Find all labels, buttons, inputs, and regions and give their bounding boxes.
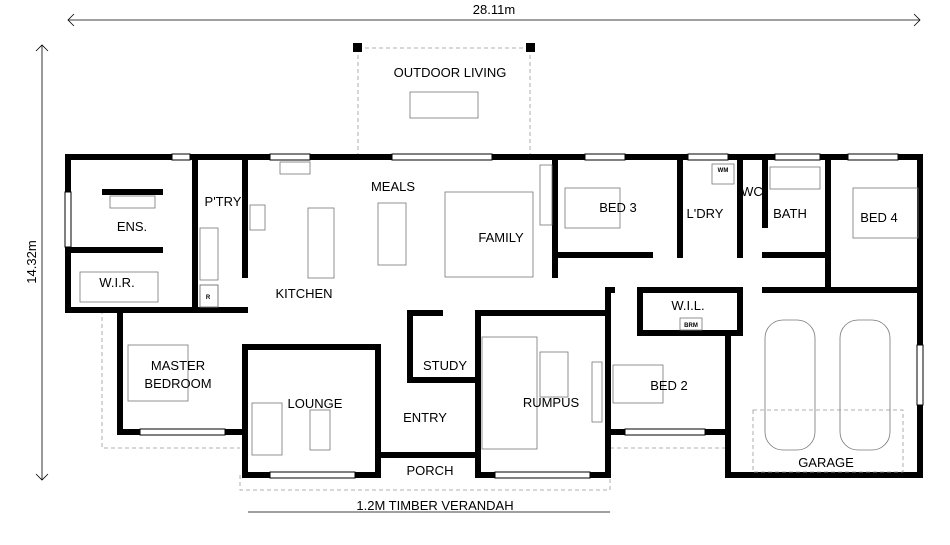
broom-cupboard-label: BRM bbox=[684, 323, 698, 329]
room-label-ensuite: ENS. bbox=[117, 219, 147, 234]
room-label-rumpus: RUMPUS bbox=[523, 395, 580, 410]
room-label-meals: MEALS bbox=[371, 179, 415, 194]
room-label-bed4: BED 4 bbox=[860, 210, 898, 225]
furniture: WM BRM R bbox=[79, 161, 919, 473]
depth-label: 14.32m bbox=[24, 240, 39, 283]
room-label-pantry: P'TRY bbox=[205, 194, 242, 209]
room-label-garage: GARAGE bbox=[798, 455, 854, 470]
room-label-wil: W.I.L. bbox=[671, 298, 704, 313]
room-label-lounge: LOUNGE bbox=[288, 396, 343, 411]
width-label: 28.11m bbox=[473, 2, 515, 17]
room-label-verandah: 1.2M TIMBER VERANDAH bbox=[356, 498, 513, 513]
room-label-wir: W.I.R. bbox=[99, 275, 134, 290]
fridge-label: R bbox=[206, 295, 211, 301]
windows bbox=[64, 153, 924, 479]
room-label-kitchen: KITCHEN bbox=[275, 286, 332, 301]
room-label-bed3: BED 3 bbox=[599, 200, 637, 215]
room-label-master: MASTER bbox=[151, 358, 205, 373]
outdoor-living-area: OUTDOOR LIVING bbox=[353, 43, 535, 157]
room-label-study: STUDY bbox=[423, 358, 467, 373]
room-label-laundry: L'DRY bbox=[687, 206, 724, 221]
room-label-master-bedroom: BEDROOM bbox=[144, 376, 211, 391]
room-labels: ENS. P'TRY MEALS FAMILY KITCHEN W.I.R. B… bbox=[99, 179, 897, 478]
room-label-entry: ENTRY bbox=[403, 410, 447, 425]
width-dimension: 28.11m bbox=[67, 2, 921, 27]
room-label-wc: WC bbox=[741, 184, 763, 199]
room-label-bath: BATH bbox=[773, 206, 807, 221]
room-label-porch: PORCH bbox=[407, 463, 454, 478]
walls bbox=[65, 154, 923, 478]
room-label-outdoor-living: OUTDOOR LIVING bbox=[394, 65, 507, 80]
room-label-family: FAMILY bbox=[478, 230, 524, 245]
depth-dimension: 14.32m bbox=[24, 44, 49, 481]
room-label-bed2: BED 2 bbox=[650, 378, 688, 393]
washing-machine-label: WM bbox=[718, 168, 729, 174]
